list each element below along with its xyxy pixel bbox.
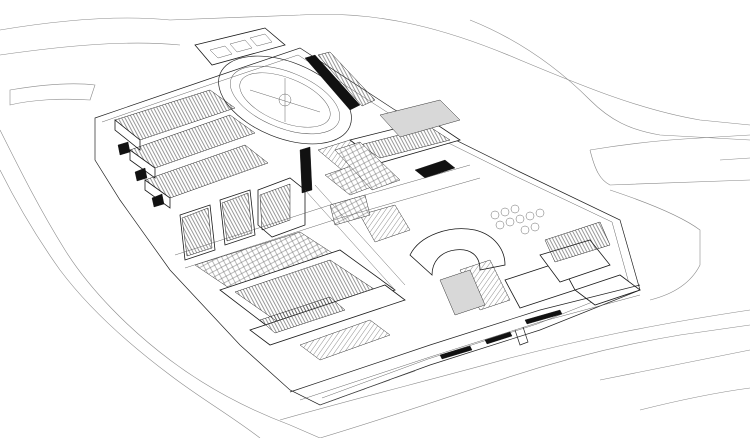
surrounding-roads <box>0 13 750 438</box>
trees-plaza <box>334 141 545 235</box>
dormitory-blocks <box>114 89 269 261</box>
front-walkway <box>289 284 641 406</box>
running-track <box>218 55 352 145</box>
tennis-courts <box>194 27 286 66</box>
east-buildings <box>439 221 641 316</box>
central-tower <box>257 146 313 238</box>
grandstand <box>304 51 376 111</box>
canteen-block <box>379 99 461 179</box>
classroom-blocks <box>194 231 406 361</box>
internal-roads <box>174 164 481 291</box>
